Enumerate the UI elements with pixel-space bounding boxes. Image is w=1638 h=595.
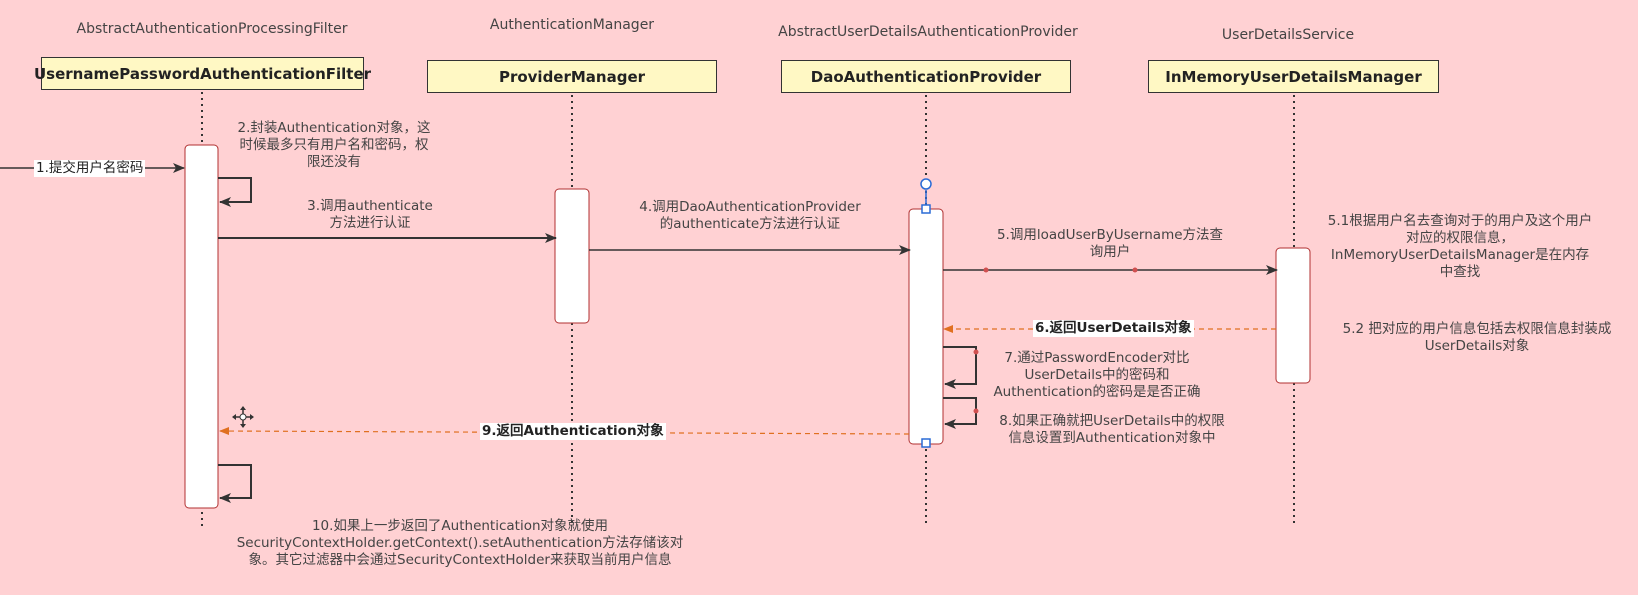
note-5-1-line-3: InMemoryUserDetailsManager是在内存 [1330, 247, 1590, 263]
note-5-2: 5.2 把对应的用户信息包括去权限信息封装成 UserDetails对象 [1322, 321, 1632, 355]
waypoint-dot [973, 408, 979, 414]
arrow-m10 [218, 464, 252, 503]
note-5-2-line-2: UserDetails对象 [1424, 338, 1530, 354]
message-8-line-1: 8.如果正确就把UserDetails中的权限 [999, 413, 1225, 429]
message-2-line-1: 2.封装Authentication对象，这 [237, 120, 431, 136]
message-9-label: 9.返回Authentication对象 [480, 423, 666, 440]
actor-username-password-filter[interactable]: UsernamePasswordAuthenticationFilter [34, 57, 371, 90]
note-5-2-line-1: 5.2 把对应的用户信息包括去权限信息封装成 [1342, 321, 1612, 337]
class-label-provider-manager: AuthenticationManager [489, 17, 655, 33]
arrow-m7 [943, 346, 977, 389]
activation-provider-manager[interactable] [554, 188, 590, 324]
message-5-line-2: 询用户 [1089, 244, 1131, 260]
message-4-label: 4.调用DaoAuthenticationProvider 的authentic… [620, 199, 880, 233]
message-8-line-2: 信息设置到Authentication对象中 [1008, 430, 1216, 446]
message-3-line-1: 3.调用authenticate [307, 198, 433, 214]
message-4-line-2: 的authenticate方法进行认证 [659, 216, 841, 232]
arrow-m2 [218, 177, 252, 207]
activation-user-details-manager[interactable] [1275, 247, 1311, 384]
message-2-line-2: 时候最多只有用户名和密码，权 [239, 137, 429, 153]
message-7-line-2: UserDetails中的密码和 [1024, 367, 1170, 383]
class-label-user-details: UserDetailsService [1221, 27, 1355, 43]
class-label-dao-provider: AbstractUserDetailsAuthenticationProvide… [778, 24, 1078, 40]
message-10-line-1: 10.如果上一步返回了Authentication对象就使用 [311, 518, 609, 534]
activation-dao-provider[interactable] [908, 208, 944, 445]
note-5-1-line-1: 5.1根据用户名去查询对于的用户及这个用户 [1327, 213, 1593, 229]
message-3-label: 3.调用authenticate 方法进行认证 [280, 198, 460, 232]
message-6-label: 6.返回UserDetails对象 [1033, 320, 1194, 337]
waypoint-dot [973, 349, 979, 355]
arrow-m8 [943, 397, 977, 429]
actor-in-memory-user-details-manager[interactable]: InMemoryUserDetailsManager [1148, 60, 1439, 93]
note-5-1-line-2: 对应的权限信息， [1406, 230, 1514, 246]
actor-provider-manager[interactable]: ProviderManager [427, 60, 717, 93]
move-cursor-icon [232, 406, 254, 428]
waypoint-dot [1132, 267, 1138, 273]
message-2-line-3: 限还没有 [307, 154, 361, 170]
message-1-label: 1.提交用户名密码 [34, 160, 146, 177]
class-label-filter: AbstractAuthenticationProcessingFilter [76, 21, 348, 37]
message-7-label: 7.通过PasswordEncoder对比 UserDetails中的密码和 A… [982, 350, 1212, 401]
message-7-line-3: Authentication的密码是是否正确 [993, 384, 1201, 400]
message-5-line-1: 5.调用loadUserByUsername方法查 [996, 227, 1224, 243]
message-8-label: 8.如果正确就把UserDetails中的权限 信息设置到Authenticat… [982, 413, 1242, 447]
note-5-1: 5.1根据用户名去查询对于的用户及这个用户 对应的权限信息， InMemoryU… [1310, 213, 1610, 281]
rotation-handle[interactable] [920, 178, 932, 190]
waypoint-dot [983, 267, 989, 273]
message-10-line-2: SecurityContextHolder.getContext().setAu… [236, 535, 684, 551]
message-7-line-1: 7.通过PasswordEncoder对比 [1004, 350, 1190, 366]
message-10-line-3: 象。其它过滤器中会通过SecurityContextHolder来获取当前用户信… [248, 552, 672, 568]
message-4-line-1: 4.调用DaoAuthenticationProvider [639, 199, 861, 215]
activation-filter[interactable] [184, 144, 219, 509]
resize-handle-bottom[interactable] [921, 438, 931, 448]
actor-dao-authentication-provider[interactable]: DaoAuthenticationProvider [781, 60, 1071, 93]
resize-handle-top[interactable] [921, 204, 931, 214]
message-5-label: 5.调用loadUserByUsername方法查 询用户 [985, 227, 1235, 261]
message-10-label: 10.如果上一步返回了Authentication对象就使用 SecurityC… [200, 518, 720, 569]
message-3-line-2: 方法进行认证 [329, 215, 411, 231]
message-2-label: 2.封装Authentication对象，这 时候最多只有用户名和密码，权 限还… [229, 120, 439, 171]
note-5-1-line-4: 中查找 [1439, 264, 1481, 280]
